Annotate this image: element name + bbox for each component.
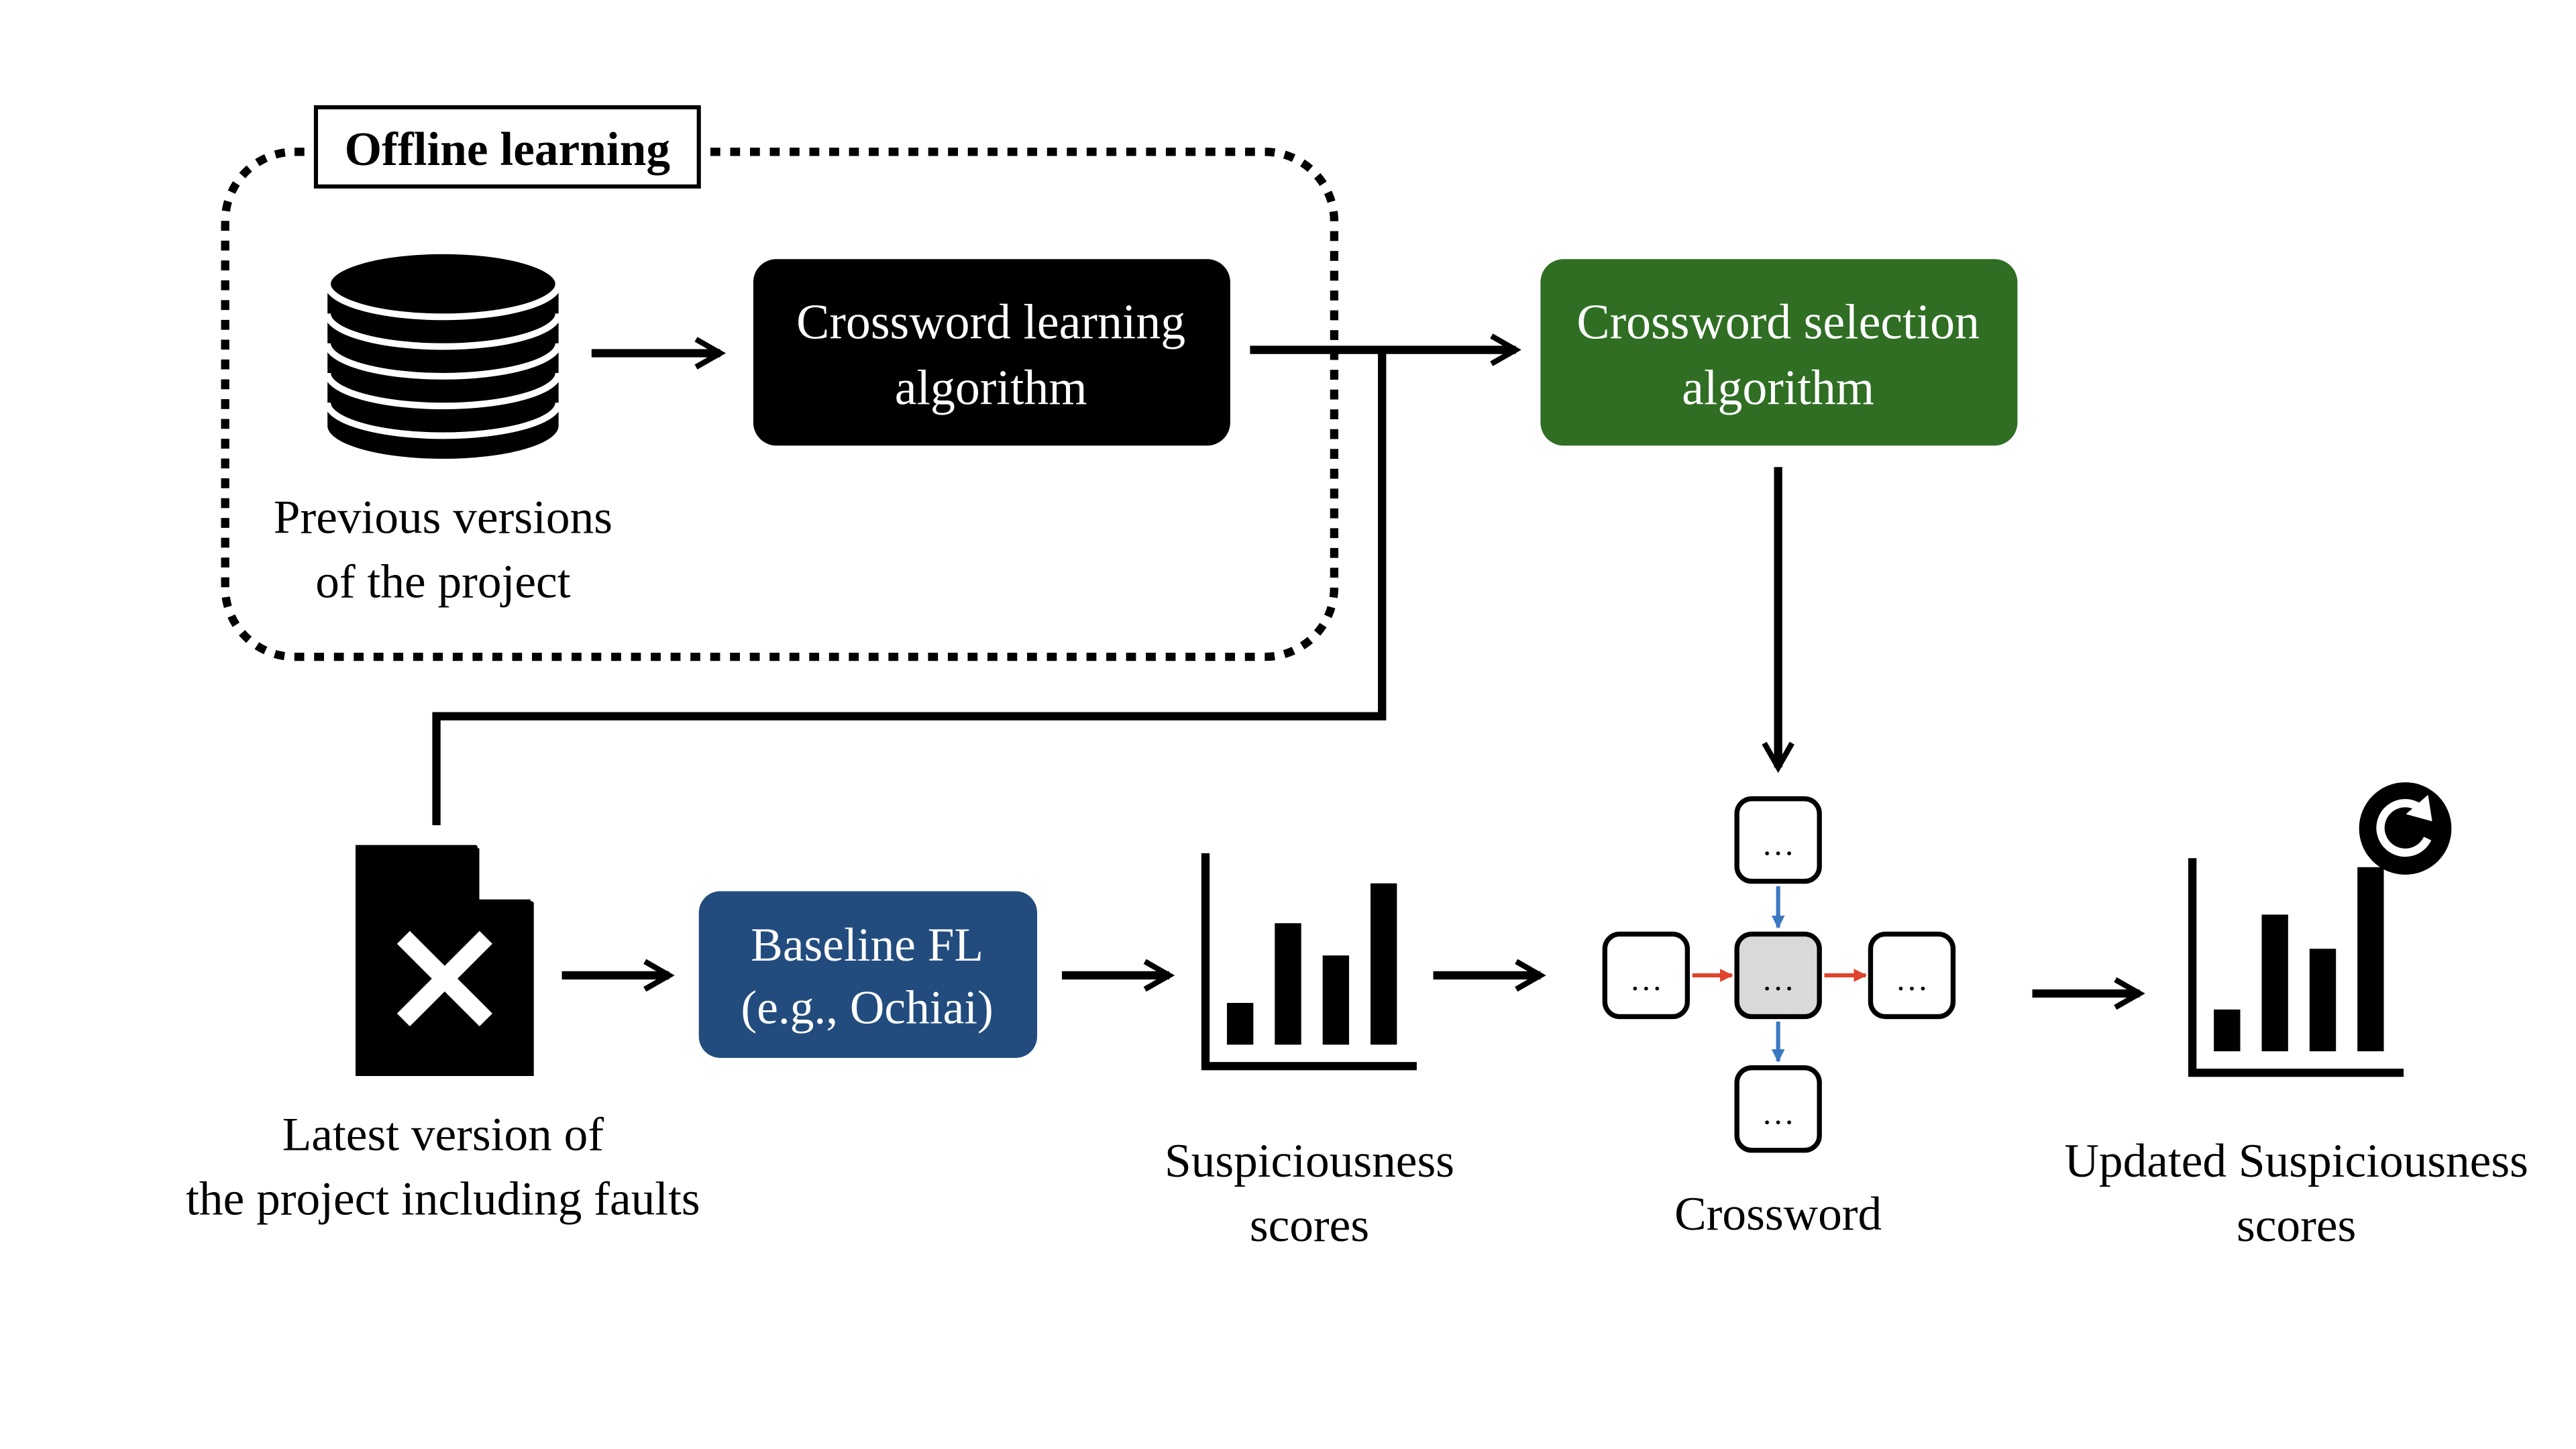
scores-caption-line2: scores: [1250, 1199, 1369, 1252]
database-icon: [324, 248, 562, 459]
scores-chart-bar-2: [1275, 923, 1301, 1045]
offline-learning-label: Offline learning: [345, 123, 670, 176]
learning-algorithm-line1: Crossword learning: [796, 294, 1185, 349]
latest-file-caption-line1: Latest version of: [282, 1108, 604, 1161]
updated-chart-bar-2: [2261, 914, 2288, 1052]
baseline-fl-line2: (e.g., Ochiai): [741, 981, 994, 1034]
crossword-cell-bottom-text: …: [1762, 1094, 1794, 1131]
faulty-file-icon: [356, 845, 534, 1077]
learning-algorithm-box: [753, 259, 1230, 446]
crossword-cell-left-text: …: [1629, 961, 1662, 998]
updated-chart-bar-1: [2214, 1009, 2241, 1052]
updated-bar-chart-icon: [2188, 858, 2404, 1077]
selection-algorithm-line2: algorithm: [1682, 360, 1874, 415]
selection-algorithm-box: [1540, 259, 2018, 446]
selection-algorithm-line1: Crossword selection: [1576, 294, 1980, 349]
crossword-cell-bottom: [1734, 1065, 1822, 1153]
crossword-grid: … … … … …: [1602, 796, 1956, 1153]
baseline-fl-line1: Baseline FL: [751, 918, 983, 971]
learning-algorithm-line2: algorithm: [895, 360, 1087, 415]
updated-chart-bar-4: [2357, 867, 2384, 1052]
crossword-cell-top: [1734, 796, 1822, 884]
latest-file-caption-line2: the project including faults: [186, 1173, 700, 1226]
connector-latest-to-selection: [432, 350, 1387, 826]
crossword-cell-top-text: …: [1762, 825, 1794, 862]
baseline-fl-box: [698, 891, 1038, 1058]
offline-learning-label-box: [313, 105, 701, 189]
scores-chart-bar-4: [1371, 883, 1397, 1045]
database-caption-line1: Previous versions: [274, 491, 612, 544]
updated-chart-bar-3: [2309, 949, 2337, 1052]
bar-chart-icon: [1201, 853, 1417, 1071]
updated-scores-caption-line1: Updated Suspiciousness: [2064, 1134, 2528, 1187]
crossword-cell-right-text: …: [1895, 961, 1928, 998]
scores-chart-bar-3: [1322, 955, 1350, 1045]
crossword-cell-center: [1734, 931, 1822, 1020]
updated-scores-caption-line2: scores: [2237, 1199, 2356, 1252]
crossword-caption: Crossword: [1674, 1187, 1882, 1240]
scores-caption-line1: Suspiciousness: [1165, 1134, 1454, 1187]
crossword-cell-right: [1868, 931, 1956, 1020]
database-caption-line2: of the project: [315, 555, 570, 608]
scores-chart-bar-1: [1226, 1003, 1254, 1045]
refresh-icon: [2359, 782, 2452, 875]
crossword-cell-left: [1602, 931, 1690, 1020]
crossword-cell-center-text: …: [1762, 961, 1794, 998]
